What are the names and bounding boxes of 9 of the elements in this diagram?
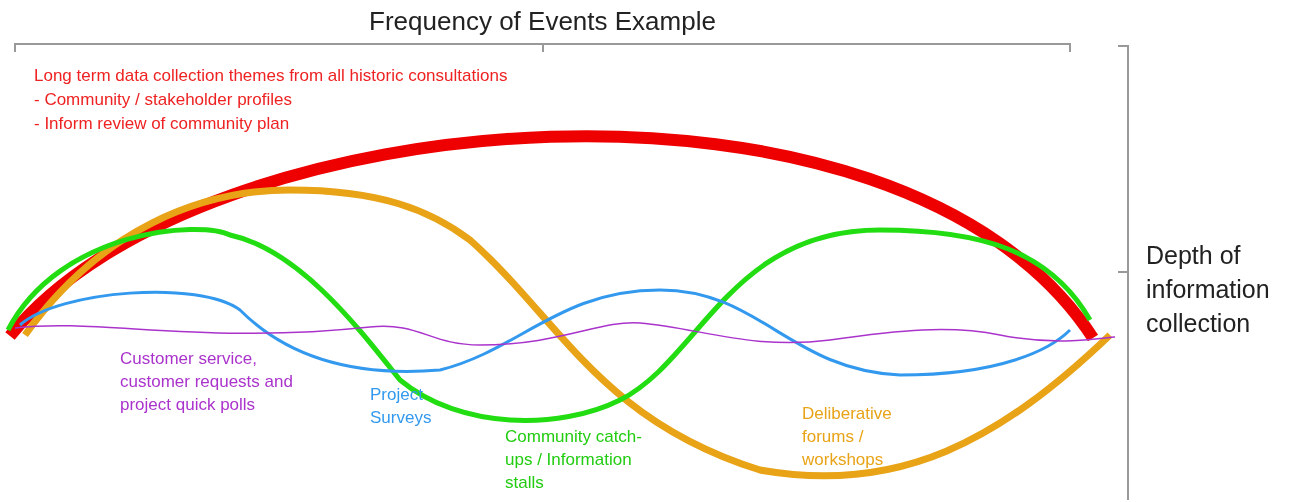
note-text: Long term data collection themes from all historic consultations (34, 66, 508, 86)
curve-label: Customer service, customer requests and project quick polls (120, 348, 294, 416)
chart-title: Frequency of Events Example (368, 6, 717, 37)
note-text: - Inform review of community plan (34, 114, 290, 134)
note-text: - Community / stakeholder profiles (34, 90, 292, 110)
curve-label: Deliberative forums / workshops (802, 403, 893, 471)
axis-label: Depth of information collection (1146, 240, 1271, 339)
curve-label: Community catch-ups / Information stalls (505, 426, 643, 494)
curve-label: Project Surveys (370, 384, 433, 429)
